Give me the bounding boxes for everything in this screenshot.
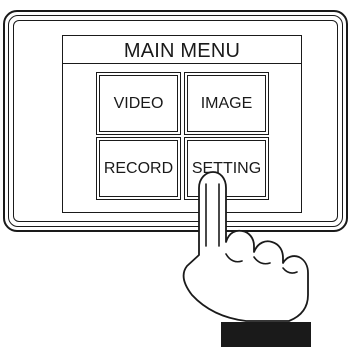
touchscreen-frame	[13, 20, 338, 222]
device-bezel-outer	[3, 10, 348, 232]
video-button[interactable]: VIDEO	[96, 72, 181, 135]
record-button[interactable]: RECORD	[96, 137, 181, 200]
title-divider	[63, 63, 301, 64]
menu-title: MAIN MENU	[123, 40, 241, 62]
image-button[interactable]: IMAGE	[184, 72, 269, 135]
device-bezel-middle	[8, 15, 343, 227]
pointing-hand-icon	[182, 171, 311, 347]
